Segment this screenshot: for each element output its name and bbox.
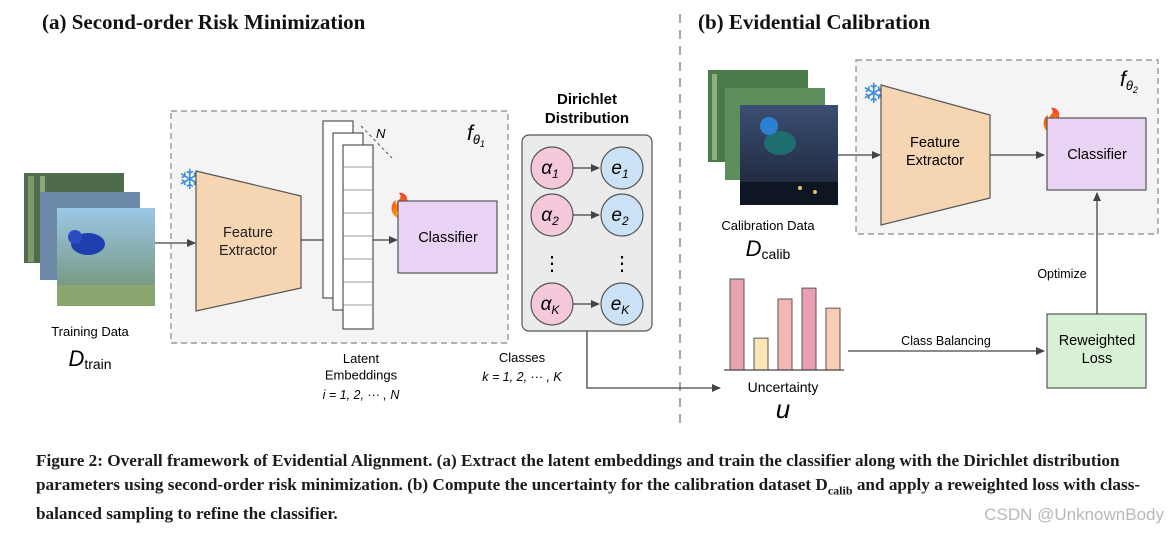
latent-index: i = 1, 2, ··· , N	[323, 388, 401, 402]
evidence-node	[600, 146, 644, 190]
frozen-snowflake-icon-b: ❄	[862, 78, 885, 109]
classes-index: k = 1, 2, ··· , K	[482, 370, 562, 384]
embedding-count: N	[376, 126, 386, 141]
uncertainty-histogram	[729, 278, 841, 371]
evidence-label: eK	[611, 294, 631, 317]
dirichlet-nodes: α1 e1 α2 e2 ⋮ ⋮ αK eK	[530, 146, 644, 326]
evidence-label: e2	[611, 205, 629, 228]
uncertainty-bar	[753, 337, 769, 371]
feature-extractor-b	[880, 84, 991, 226]
uncertainty-label: Uncertainty	[748, 379, 819, 395]
training-data-label: Training Data	[51, 324, 129, 339]
uncertainty-symbol: u	[776, 394, 790, 424]
model-b-label: fθ2	[1120, 68, 1138, 95]
calibration-data-label: Calibration Data	[721, 218, 815, 233]
feature-extractor-a	[195, 170, 302, 312]
classes-label: Classes	[499, 350, 546, 365]
alpha-label: α1	[541, 158, 559, 181]
evidence-ellipsis: ⋮	[612, 253, 632, 275]
classifier-b-label: Classifier	[1067, 147, 1127, 163]
uncertainty-bar	[777, 298, 793, 371]
alpha-ellipsis: ⋮	[542, 253, 562, 275]
training-dataset-symbol: Dtrain	[68, 346, 111, 372]
alpha-label: αK	[541, 294, 561, 317]
figure-caption: Figure 2: Overall framework of Evidentia…	[36, 451, 1141, 524]
optimize-label: Optimize	[1037, 267, 1086, 281]
watermark: CSDN @UnknownBody	[984, 505, 1164, 524]
calibration-dataset-symbol: Dcalib	[746, 236, 791, 262]
model-a-label: fθ1	[467, 122, 485, 149]
evidence-node	[600, 282, 644, 326]
evidence-label: e1	[611, 158, 628, 181]
alpha-label: α2	[541, 205, 559, 228]
class-balancing-label: Class Balancing	[901, 334, 991, 348]
classifier-b	[1046, 117, 1147, 191]
uncertainty-bar	[729, 278, 745, 371]
classifier-a-label: Classifier	[418, 230, 478, 246]
training-images	[24, 173, 155, 306]
uncertainty-bar	[801, 287, 817, 371]
latent-embeddings-stack	[322, 120, 374, 330]
reweighted-loss-box	[1046, 313, 1147, 389]
uncertainty-bar	[825, 307, 841, 371]
calibration-images	[708, 70, 838, 205]
classifier-a	[397, 200, 498, 274]
panel-a-title: (a) Second-order Risk Minimization	[42, 10, 366, 34]
evidence-node	[600, 193, 644, 237]
panel-b-title: (b) Evidential Calibration	[698, 10, 931, 34]
